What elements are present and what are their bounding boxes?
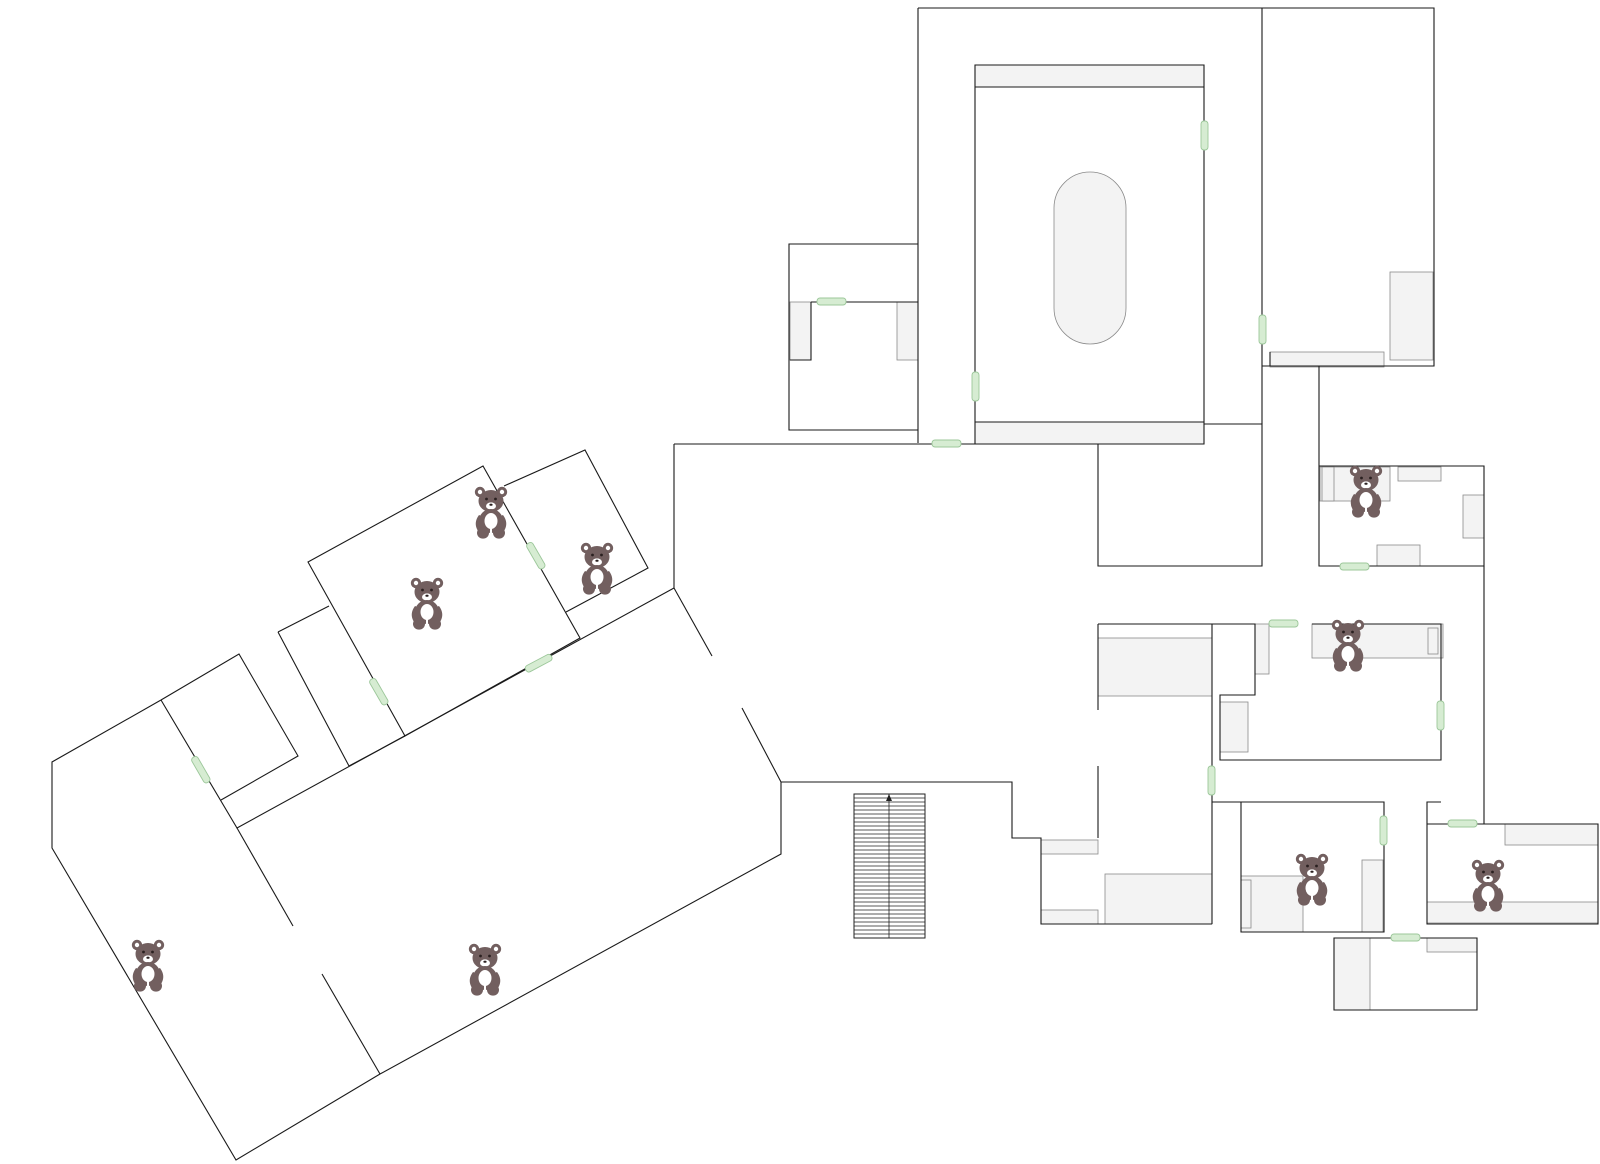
- fixture-corner-bottom: [1269, 351, 1385, 368]
- bed-b: [1311, 623, 1444, 659]
- fixture-corner-right: [1389, 271, 1434, 361]
- fixture-bottom-bar: [974, 421, 1205, 445]
- fixture-b3: [1219, 701, 1249, 753]
- bed-a-left: [1321, 466, 1335, 502]
- fixture-c4: [1361, 859, 1384, 933]
- door-marker: [526, 542, 546, 570]
- door-marker: [971, 371, 980, 402]
- door-marker: [1207, 765, 1216, 796]
- door-marker: [1379, 815, 1388, 846]
- door-marker: [1390, 933, 1421, 942]
- fixture-e2: [1426, 937, 1478, 953]
- teddy-bear-icon: [468, 943, 502, 996]
- door-marker: [1339, 562, 1370, 571]
- fixture-e1: [1333, 937, 1371, 1011]
- fixture-c1: [1040, 839, 1099, 855]
- fixture-a1: [1397, 466, 1442, 482]
- fixture-small-right: [896, 301, 919, 361]
- bed-b-pillow: [1427, 627, 1439, 655]
- fixture-c2: [1104, 873, 1213, 925]
- teddy-bear-icon: [410, 577, 444, 630]
- teddy-bear-icon: [580, 542, 614, 595]
- door-marker: [816, 297, 847, 306]
- door-marker: [1447, 819, 1478, 828]
- fixture-small-left: [789, 301, 812, 361]
- fixture-c3: [1040, 909, 1099, 925]
- fixture-a3: [1376, 544, 1421, 567]
- door-marker: [369, 678, 389, 706]
- fixture-a2: [1462, 494, 1485, 539]
- door-marker: [1200, 120, 1209, 151]
- fixture-d2: [1426, 901, 1599, 924]
- door-marker: [524, 653, 553, 673]
- fixture-d1: [1504, 823, 1599, 846]
- fixture-b2: [1254, 623, 1270, 675]
- fixture-b1: [1097, 637, 1213, 697]
- door-marker: [191, 756, 211, 784]
- teddy-bear-icon: [1471, 859, 1505, 912]
- door-marker: [931, 439, 962, 448]
- door-marker: [1268, 619, 1299, 628]
- bed-c-head: [1240, 879, 1252, 929]
- door-marker: [1258, 314, 1267, 345]
- oval-table: [1053, 171, 1127, 345]
- teddy-bear-icon: [474, 486, 508, 539]
- fixture-top-bar: [974, 64, 1205, 88]
- walls: [51, 7, 1599, 1161]
- doors: [191, 120, 1478, 942]
- door-marker: [1436, 700, 1445, 731]
- teddy-bear-icon: [131, 939, 165, 992]
- staircase: [853, 793, 926, 939]
